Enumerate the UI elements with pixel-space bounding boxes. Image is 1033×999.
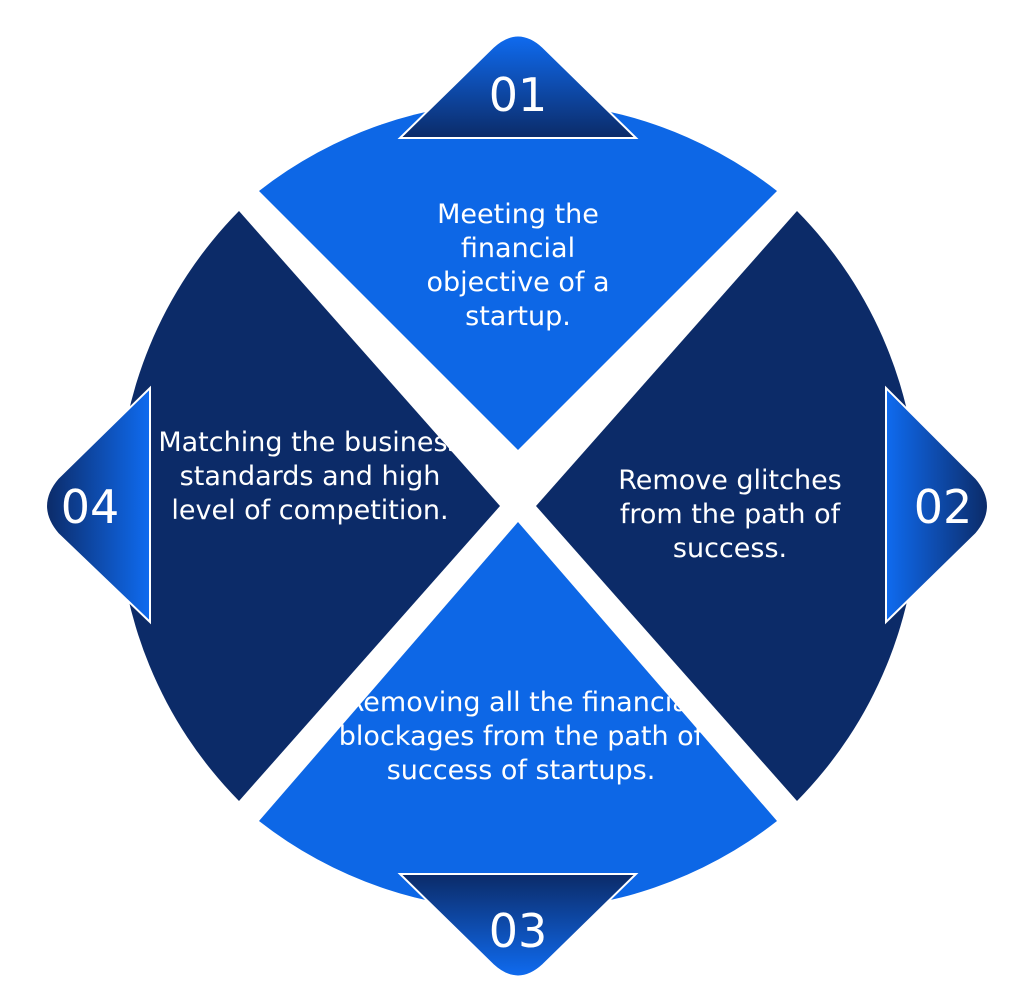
badge-03-shape xyxy=(397,873,639,978)
step-01-text: Meeting the financial objective of a sta… xyxy=(426,199,610,332)
badge-01-number: 01 xyxy=(488,68,548,122)
badge-03-number: 03 xyxy=(488,904,548,958)
badge-02-shape xyxy=(885,385,989,625)
segment-left xyxy=(117,211,500,801)
step-02-text: Remove glitches from the path of success… xyxy=(618,465,842,564)
step-04-text: Matching the business standards and high… xyxy=(158,427,462,526)
badge-04-shape xyxy=(45,385,151,625)
step-03-text: Removing all the financial blockages fro… xyxy=(338,687,704,786)
badge-04-number: 04 xyxy=(60,480,120,534)
segment-right xyxy=(536,211,919,801)
segment-top xyxy=(259,101,777,450)
badge-01-shape xyxy=(397,34,639,139)
badge-02-number: 02 xyxy=(913,480,973,534)
segment-bottom xyxy=(259,522,777,911)
